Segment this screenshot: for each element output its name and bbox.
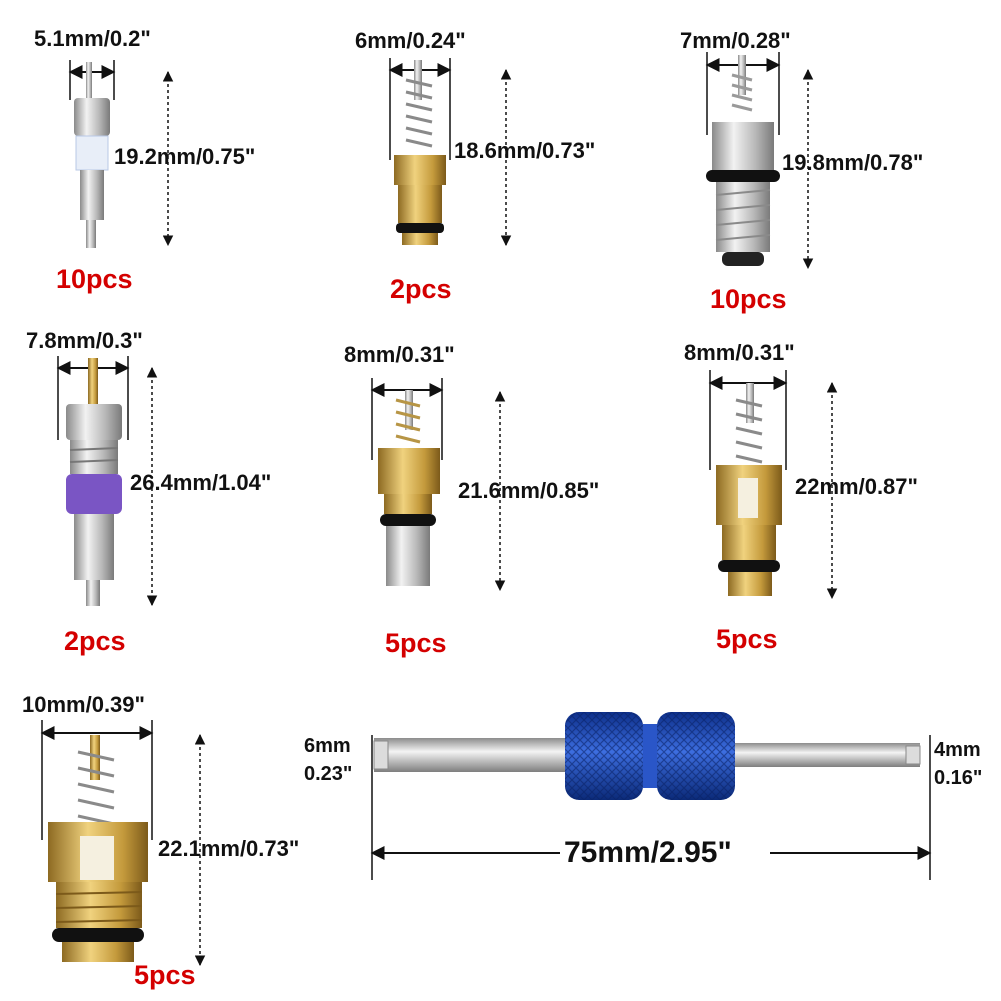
tool-right-mm-label: 4mm bbox=[934, 739, 981, 761]
item5-length-label: 21.6mm/0.85" bbox=[458, 478, 600, 503]
item7-qty-label: 5pcs bbox=[134, 960, 196, 990]
item2-qty-label: 2pcs bbox=[390, 274, 452, 304]
item4-length-label: 26.4mm/1.04" bbox=[130, 470, 272, 495]
item3-length-label: 19.8mm/0.78" bbox=[782, 150, 924, 175]
item2-length-label: 18.6mm/0.73" bbox=[454, 138, 596, 163]
item1-length-label: 19.2mm/0.75" bbox=[114, 144, 256, 169]
tool-length-label: 75mm/2.95" bbox=[564, 836, 732, 869]
tool-left-mm-label: 6mm bbox=[304, 735, 351, 757]
tool-left-inch-label: 0.23" bbox=[304, 763, 353, 785]
item6-qty-label: 5pcs bbox=[716, 624, 778, 654]
item6-width-label: 8mm/0.31" bbox=[684, 340, 795, 365]
valve-core-removal-tool bbox=[370, 712, 932, 880]
item3-qty-label: 10pcs bbox=[710, 284, 787, 314]
valve-core-6 bbox=[708, 370, 838, 600]
item1-width-label: 5.1mm/0.2" bbox=[34, 26, 151, 51]
item7-length-label: 22.1mm/0.73" bbox=[158, 836, 300, 861]
valve-core-2 bbox=[388, 58, 512, 247]
valve-core-5 bbox=[370, 378, 506, 592]
valve-core-4 bbox=[56, 356, 158, 607]
item5-width-label: 8mm/0.31" bbox=[344, 342, 455, 367]
item4-width-label: 7.8mm/0.3" bbox=[26, 328, 143, 353]
item4-qty-label: 2pcs bbox=[64, 626, 126, 656]
item5-qty-label: 5pcs bbox=[385, 628, 447, 658]
item7-width-label: 10mm/0.39" bbox=[22, 692, 145, 717]
item2-width-label: 6mm/0.24" bbox=[355, 28, 466, 53]
item6-length-label: 22mm/0.87" bbox=[795, 474, 918, 499]
valve-core-3 bbox=[705, 52, 814, 270]
item3-width-label: 7mm/0.28" bbox=[680, 28, 791, 53]
item1-qty-label: 10pcs bbox=[56, 264, 133, 294]
valve-core-7 bbox=[40, 720, 206, 967]
valve-core-1 bbox=[68, 60, 174, 248]
tool-right-inch-label: 0.16" bbox=[934, 767, 983, 789]
